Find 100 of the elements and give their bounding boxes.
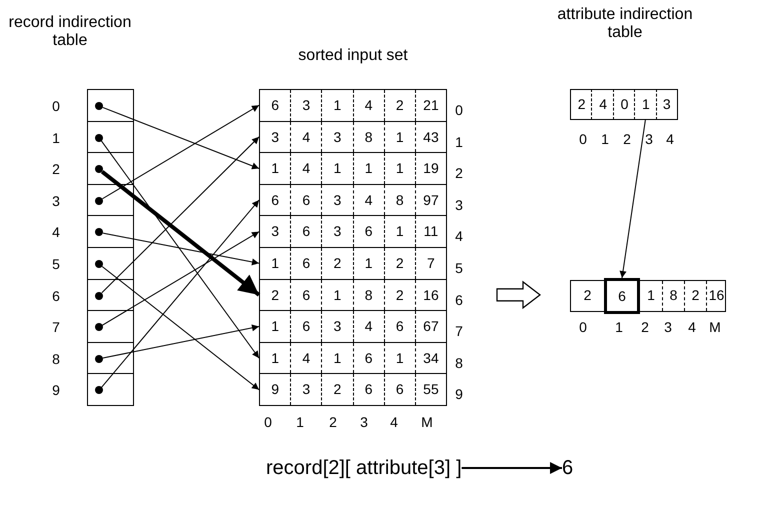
cell-value: 1 [270, 348, 280, 368]
row-index: 5 [51, 256, 61, 272]
cell-value: 3 [321, 184, 353, 216]
cell-value: 55 [414, 374, 446, 405]
cell-value: 1 [321, 342, 353, 374]
cell-value: 4 [290, 342, 322, 374]
cell-value: 2 [384, 90, 415, 121]
table-row [259, 152, 447, 185]
table-cell [87, 278, 134, 312]
cell-value: 8 [352, 122, 384, 152]
row-index: 6 [51, 288, 61, 304]
cell-value: 6 [384, 311, 415, 342]
arrow [101, 136, 260, 294]
row-index: 3 [51, 192, 61, 209]
pointer-dot [95, 354, 103, 363]
table-cell [87, 373, 134, 406]
table-cell [87, 120, 134, 154]
pointer-dot [95, 165, 103, 174]
table-heading: attribute indirection table [556, 6, 694, 42]
table-cell [87, 184, 134, 216]
cell-value: 6 [352, 216, 384, 247]
cell-value: 2 [321, 248, 353, 279]
cell-value: 2 [384, 280, 415, 310]
table-cell: 8 [662, 281, 684, 311]
cell-value: 2 [384, 248, 415, 279]
table-row [259, 215, 447, 248]
pointer-dot [95, 386, 103, 394]
pointer-dot [95, 228, 103, 236]
cell-value: 1 [270, 254, 280, 273]
row-index: 0 [51, 98, 61, 114]
pointer-dot [95, 196, 103, 205]
cell-value: 1 [270, 159, 280, 178]
table-cell: 2 [570, 89, 592, 120]
cell-value: 6 [290, 248, 322, 279]
column-index: M [708, 319, 722, 335]
table-cell: 2 [684, 281, 706, 311]
cell-value: 3 [270, 128, 280, 147]
column-index: 1 [295, 414, 305, 430]
table-cell: 2 [571, 281, 604, 311]
cell-value: 97 [414, 184, 446, 216]
table-heading: sorted input set [297, 47, 409, 65]
table-row [259, 120, 447, 154]
arrow [102, 266, 260, 390]
table-row [259, 373, 447, 406]
column-index: 1 [614, 319, 624, 335]
cell-value: 7 [414, 248, 446, 279]
cell-value: 6 [290, 184, 322, 216]
cell-value: 21 [414, 90, 446, 121]
table-cell [87, 89, 134, 122]
cell-value: 1 [384, 122, 415, 152]
cell-value: 4 [290, 153, 322, 184]
row-index: 4 [51, 224, 61, 240]
column-index: 2 [328, 414, 338, 430]
arrow [620, 120, 646, 278]
arrow [102, 232, 260, 266]
column-index: 4 [687, 319, 697, 335]
cell-value: 67 [414, 311, 446, 342]
column-index: 4 [665, 131, 675, 147]
column-index: 2 [640, 319, 650, 335]
cell-value: 3 [321, 216, 353, 247]
table-cell: 3 [656, 89, 678, 120]
table-cell: 0 [612, 89, 636, 120]
thick-arrow [100, 170, 260, 296]
row-index: 8 [454, 354, 464, 371]
cell-value: 1 [270, 317, 280, 336]
cell-value: 6 [290, 280, 322, 310]
table-cell [87, 342, 134, 374]
row-index: 7 [51, 319, 61, 336]
cell-value: 1 [352, 248, 384, 279]
cell-value: 9 [270, 380, 280, 400]
column-index: 0 [578, 131, 588, 147]
arrow [102, 104, 260, 200]
hollow-arrow [496, 280, 541, 310]
column-index: 4 [389, 414, 399, 430]
cell-value: 6 [384, 374, 415, 405]
cell-value: 1 [321, 153, 353, 184]
cell-value: 1 [384, 153, 415, 184]
cell-value: 6 [290, 311, 322, 342]
table-cell: 4 [591, 89, 614, 120]
cell-value: 1 [352, 153, 384, 184]
table-cell: 16 [706, 281, 726, 311]
table-row [259, 89, 447, 122]
pointer-dot [95, 134, 103, 142]
cell-value: 2 [321, 374, 353, 405]
table-heading: record indirection table [8, 14, 132, 50]
table-row [259, 342, 447, 374]
highlighted-cell: 6 [604, 278, 640, 314]
row-index: 4 [454, 228, 464, 244]
row-index: 9 [454, 386, 464, 402]
cell-value: 3 [321, 311, 353, 342]
cell-value: 1 [321, 90, 353, 121]
row-index: 1 [51, 130, 61, 146]
table-cell: 1 [634, 89, 657, 120]
cell-value: 1 [384, 342, 415, 374]
cell-value: 43 [414, 122, 446, 152]
column-index: M [420, 414, 434, 430]
cell-value: 11 [414, 216, 446, 247]
row-index: 3 [454, 196, 464, 213]
cell-value: 6 [270, 96, 280, 115]
cell-value: 6 [352, 374, 384, 405]
